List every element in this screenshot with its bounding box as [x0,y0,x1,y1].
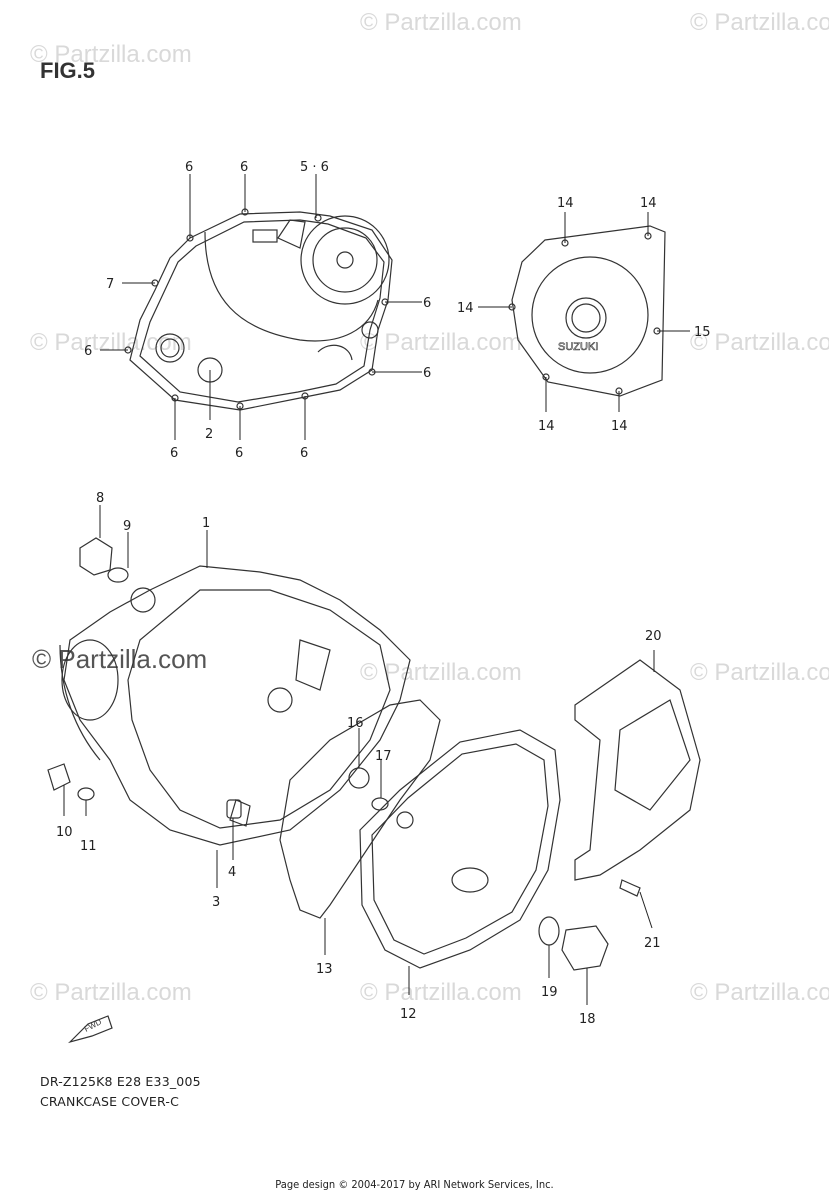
watermark: © Partzilla.com [30,979,192,1006]
watermark: © Partzilla.com [690,659,829,686]
leader-lines [63,174,690,1005]
callout-20: 20 [645,629,662,644]
callout-13: 13 [316,962,333,977]
figure-title: FIG.5 [40,58,96,83]
callout-15: 15 [694,325,711,340]
callout-16: 16 [347,716,364,731]
callout-9: 9 [123,519,131,534]
callout-6: 6 [240,160,248,175]
callout-21: 21 [644,936,661,951]
callout-3: 3 [212,895,220,910]
watermark: © Partzilla.com [360,9,522,36]
callout-14: 14 [557,196,574,211]
crankcase-cover-assembly [47,537,701,971]
fwd-arrow: FWD [67,1015,113,1044]
callout-2: 2 [205,427,213,442]
callout-4: 4 [228,865,236,880]
callout-14: 14 [640,196,657,211]
clutch-cover-inner-view [124,208,393,411]
watermark: © Partzilla.com [690,979,829,1006]
callout-5-6: 5 · 6 [300,160,329,175]
callout-6: 6 [185,160,193,175]
callout-12: 12 [400,1007,417,1022]
diagram-code: DR-Z125K8 E28 E33_005 [40,1074,201,1089]
magneto-cover-logo: SUZUKI [558,341,598,353]
callout-6: 6 [170,446,178,461]
callout-14: 14 [538,419,555,434]
callout-11: 11 [80,839,97,854]
magneto-cover-face-view [508,225,666,397]
callout-6: 6 [235,446,243,461]
diagram-name: CRANKCASE COVER-C [40,1094,180,1109]
callout-8: 8 [96,491,104,506]
watermark: © Partzilla.com [30,41,192,68]
callout-14: 14 [457,301,474,316]
callout-6: 6 [423,296,431,311]
watermark: © Partzilla.com [360,979,522,1006]
callout-6: 6 [84,344,92,359]
watermark: © Partzilla.com [30,329,192,356]
callout-18: 18 [579,1012,596,1027]
watermark: © Partzilla.com [690,329,829,356]
callout-7: 7 [106,277,114,292]
watermark-prominent: © Partzilla.com [32,644,207,674]
page-credit: Page design © 2004-2017 by ARI Network S… [275,1178,554,1191]
callout-17: 17 [375,749,392,764]
callout-6: 6 [300,446,308,461]
watermark: © Partzilla.com [690,9,829,36]
watermark-layer: © Partzilla.com © Partzilla.com © Partzi… [30,9,829,1006]
callout-numbers: 6 6 5 · 6 7 6 6 6 6 6 6 2 14 14 14 15 14… [56,160,711,1027]
callout-1: 1 [202,516,210,531]
callout-10: 10 [56,825,73,840]
callout-19: 19 [541,985,558,1000]
callout-6: 6 [423,366,431,381]
callout-14: 14 [611,419,628,434]
watermark: © Partzilla.com [360,659,522,686]
watermark: © Partzilla.com [360,329,522,356]
